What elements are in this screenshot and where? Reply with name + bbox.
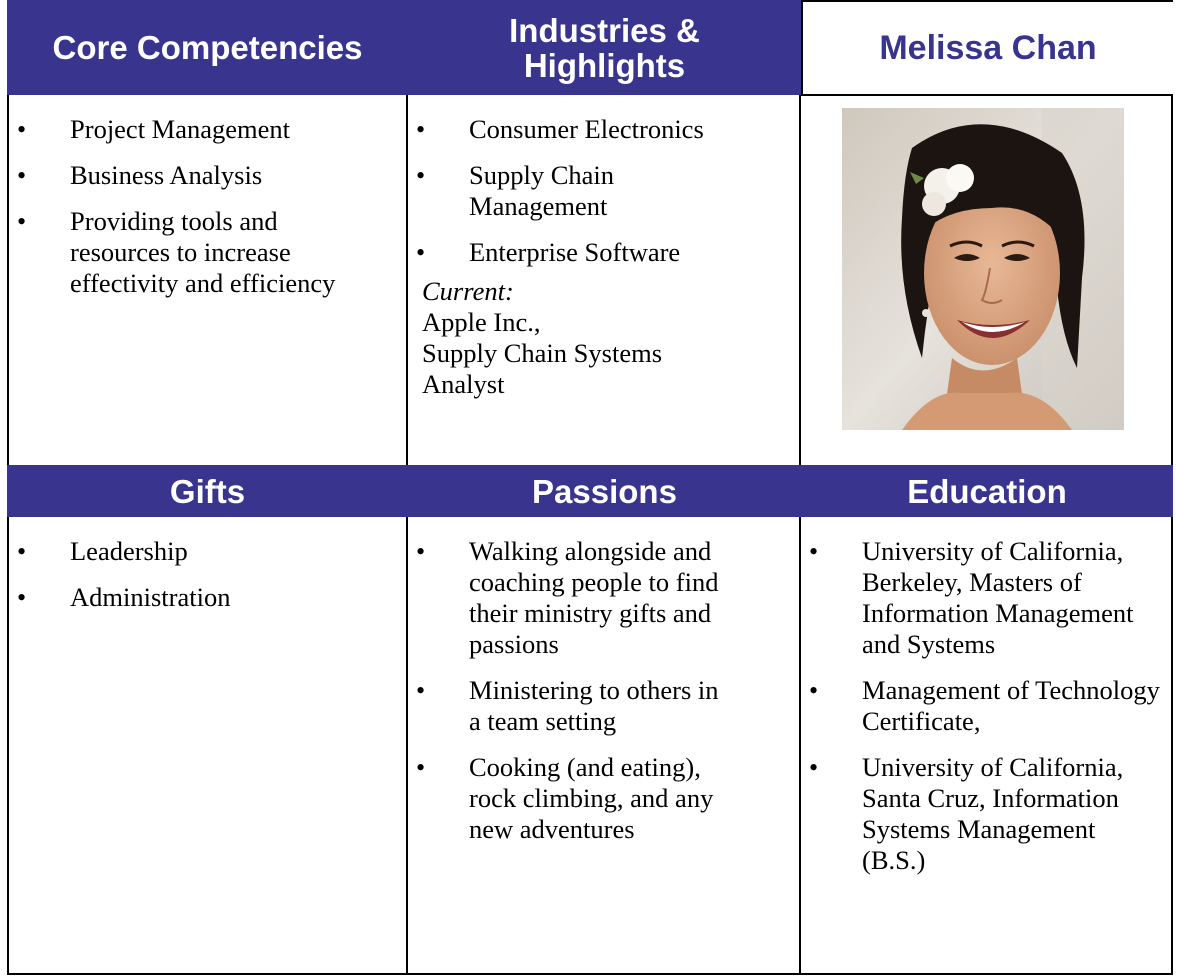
- header-person-name: Melissa Chan: [801, 0, 1173, 95]
- list-item-text: Administration: [70, 582, 231, 612]
- bullet-icon: •: [17, 161, 27, 190]
- bullet-icon: •: [17, 115, 27, 144]
- list-item: • Business Analysis: [9, 160, 408, 191]
- list-item-text: Management of Technology Certificate,: [862, 675, 1160, 736]
- portrait-photo: [842, 108, 1124, 430]
- list-item-text: University of California, Berkeley, Mast…: [862, 536, 1134, 659]
- current-label: Current:: [422, 276, 514, 306]
- current-line2: Supply Chain Systems: [422, 338, 663, 368]
- bullet-icon: •: [416, 238, 426, 267]
- bullet-icon: •: [416, 676, 426, 705]
- list-item-text: Consumer Electronics: [469, 114, 704, 144]
- list-item-text: Business Analysis: [70, 160, 263, 190]
- list-item: • Walking alongside and coaching people t…: [408, 536, 719, 660]
- bullet-icon: •: [809, 753, 819, 782]
- list-item-text: Project Management: [70, 114, 291, 144]
- header-gifts: Gifts: [7, 465, 408, 517]
- passions-list: • Walking alongside and coaching people t…: [408, 536, 801, 845]
- bullet-icon: •: [416, 115, 426, 144]
- header-industries-line2: Highlights: [523, 46, 686, 84]
- list-item-text: Leadership: [70, 536, 188, 566]
- bullet-icon: •: [17, 207, 27, 236]
- list-item: • Enterprise Software: [408, 237, 801, 268]
- list-item: • Ministering to others in a team setting: [408, 675, 719, 737]
- header-passions-label: Passions: [532, 472, 677, 510]
- current-line1: Apple Inc.,: [422, 307, 541, 337]
- list-item: • Leadership: [9, 536, 408, 567]
- header-core-competencies: Core Competencies: [7, 0, 408, 95]
- education-list: • University of California, Berkeley, Mas…: [801, 536, 1173, 876]
- industries-list: • Consumer Electronics • Supply Chain Mana…: [408, 114, 801, 268]
- list-item: • Project Management: [9, 114, 408, 145]
- header-industries: Industries & Highlights: [408, 0, 801, 95]
- bullet-icon: •: [416, 753, 426, 782]
- core-competencies-cell: • Project Management • Business Analysis •…: [7, 95, 408, 465]
- list-item: • Cooking (and eating), rock climbing, an…: [408, 752, 719, 845]
- bullet-icon: •: [809, 537, 819, 566]
- list-item: • Consumer Electronics: [408, 114, 801, 145]
- header-core-label: Core Competencies: [52, 29, 363, 66]
- list-item: • Providing tools and resources to increa…: [9, 206, 350, 299]
- list-item: • University of California, Berkeley, Mas…: [801, 536, 1162, 660]
- bullet-icon: •: [17, 537, 27, 566]
- passions-cell: • Walking alongside and coaching people t…: [408, 517, 801, 975]
- core-competencies-list: • Project Management • Business Analysis •…: [9, 114, 408, 299]
- header-education-label: Education: [907, 472, 1067, 510]
- person-name: Melissa Chan: [879, 29, 1097, 67]
- portrait-icon: [842, 108, 1124, 430]
- education-cell: • University of California, Berkeley, Mas…: [801, 517, 1173, 975]
- industries-cell: • Consumer Electronics • Supply Chain Mana…: [408, 95, 801, 465]
- header-education: Education: [801, 465, 1173, 517]
- list-item-text: Providing tools and resources to increas…: [70, 206, 336, 298]
- current-line3: Analyst: [422, 369, 505, 399]
- bullet-icon: •: [416, 161, 426, 190]
- list-item-text: University of California, Santa Cruz, In…: [862, 752, 1124, 875]
- list-item: • Supply Chain Management: [408, 160, 699, 222]
- bullet-icon: •: [17, 583, 27, 612]
- list-item-text: Walking alongside and coaching people to…: [469, 536, 719, 659]
- bullet-icon: •: [416, 537, 426, 566]
- list-item-text: Ministering to others in a team setting: [469, 675, 719, 736]
- gifts-list: • Leadership • Administration: [9, 536, 408, 613]
- header-passions: Passions: [408, 465, 801, 517]
- header-industries-line1: Industries &: [509, 11, 700, 49]
- header-gifts-label: Gifts: [169, 472, 246, 510]
- bullet-icon: •: [809, 676, 819, 705]
- current-position: Current: Apple Inc., Supply Chain System…: [408, 276, 801, 400]
- list-item: • University of California, Santa Cruz, I…: [801, 752, 1162, 876]
- list-item: • Management of Technology Certificate,: [801, 675, 1162, 737]
- list-item-text: Supply Chain Management: [469, 160, 615, 221]
- list-item-text: Enterprise Software: [469, 237, 681, 267]
- list-item: • Administration: [9, 582, 408, 613]
- list-item-text: Cooking (and eating), rock climbing, and…: [469, 752, 714, 844]
- gifts-cell: • Leadership • Administration: [7, 517, 408, 975]
- profile-table: Core Competencies Industries & Highlight…: [7, 0, 1173, 975]
